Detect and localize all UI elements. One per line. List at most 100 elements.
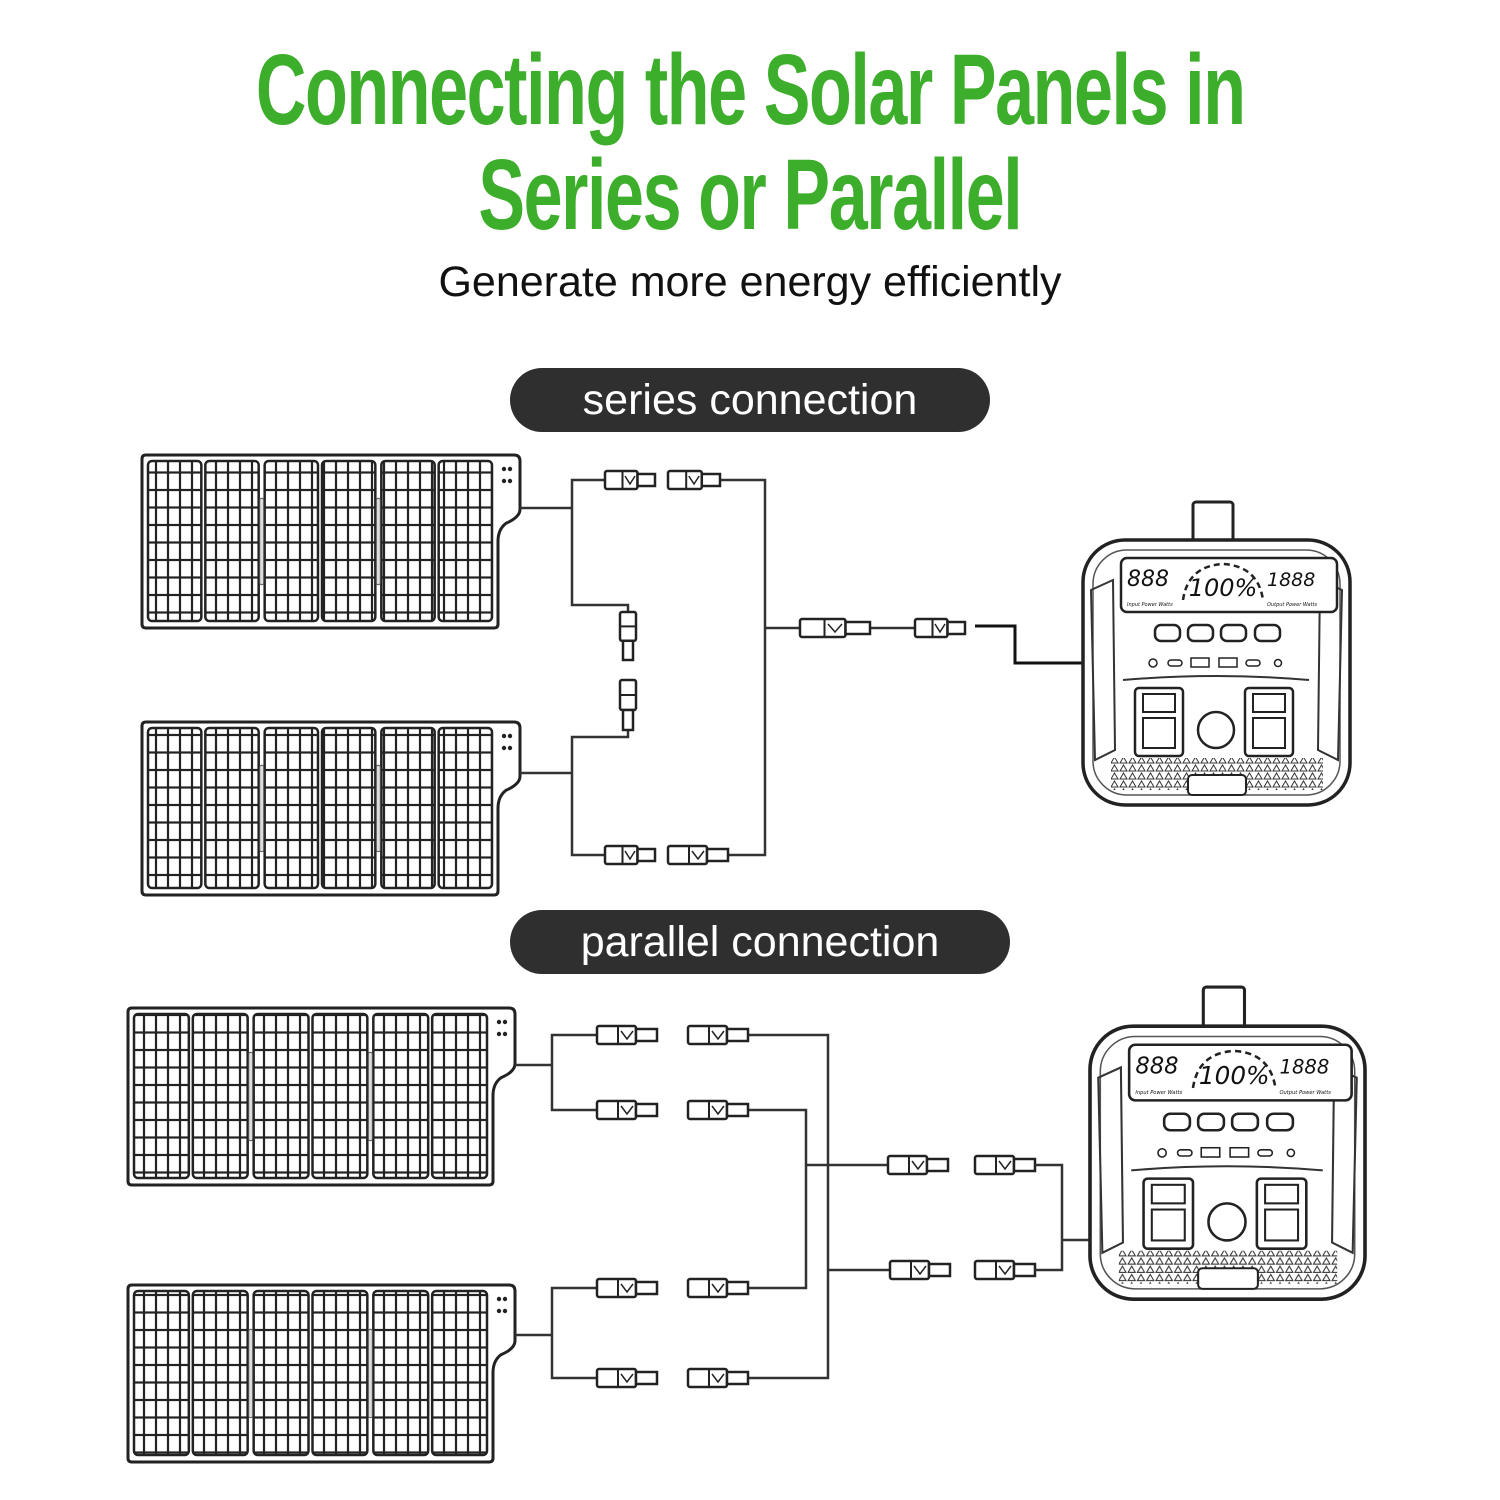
mc4-connector <box>618 678 638 732</box>
panel-dot <box>501 733 507 739</box>
lcd-output-watts: 1888 <box>1267 569 1315 591</box>
outlet-socket <box>1150 1183 1186 1205</box>
parallel-solar-panel-1 <box>126 1006 517 1187</box>
outlet-socket <box>1264 1208 1300 1242</box>
connector-mark <box>911 1160 925 1171</box>
mc4-connector <box>973 1154 1037 1176</box>
panel-dot <box>501 745 507 751</box>
left-side-rib <box>1097 1065 1124 1255</box>
mc4-connector <box>666 469 722 491</box>
solar-cell-grid <box>204 726 260 890</box>
solar-cell-grid <box>146 459 203 623</box>
hinge <box>248 1328 254 1419</box>
solar-cell-grid <box>430 1289 489 1457</box>
connector-nose <box>725 1280 750 1296</box>
connector-mark <box>711 1105 725 1116</box>
outlet-socket <box>1264 1183 1300 1205</box>
solar-cell-grid <box>263 726 320 890</box>
mc4-connector <box>595 1277 659 1299</box>
lcd-screen <box>1119 556 1339 614</box>
panel-dot <box>502 1019 508 1025</box>
connector-nose <box>1012 1157 1037 1173</box>
connector-mark <box>711 1283 725 1294</box>
connector-nose <box>725 1027 750 1043</box>
panel-dot <box>507 745 513 751</box>
lcd-input-watts: 888 <box>1127 567 1169 592</box>
power-button <box>1196 710 1236 750</box>
connector-nose <box>634 1280 659 1296</box>
connector-nose <box>634 1102 659 1118</box>
left-side-rib <box>1089 578 1117 762</box>
solar-cell-grid <box>437 726 494 890</box>
connector-mark <box>711 1373 725 1384</box>
mc4-connector <box>973 1259 1037 1281</box>
lcd-output-caption: Output Power Watts <box>1280 1090 1332 1096</box>
subtitle: Generate more energy efficiently <box>438 258 1062 306</box>
control-button <box>1196 1112 1226 1132</box>
mc4-connector <box>686 1024 750 1046</box>
anderson-adapter <box>913 617 967 639</box>
connector-nose <box>1012 1262 1037 1278</box>
solar-cell-grid <box>204 459 260 623</box>
solar-cell-grid <box>320 459 377 623</box>
connector-mark <box>620 1105 634 1116</box>
dc-input-port <box>1157 1147 1167 1158</box>
connector-mark <box>711 1030 725 1041</box>
connector-nose <box>634 1370 659 1386</box>
connector-nose <box>925 1157 950 1173</box>
connector-nose <box>844 620 872 636</box>
connector-mark <box>691 850 705 861</box>
mc4-connector <box>603 469 657 491</box>
usb-a-port <box>1218 657 1238 668</box>
outlet-socket <box>1252 717 1286 749</box>
lcd-input-caption: Input Power Watts <box>1135 1090 1182 1096</box>
lcd-battery-percent: 100% <box>1189 574 1258 602</box>
solar-cell-grid <box>146 726 203 890</box>
hinge <box>259 764 265 853</box>
connector-mark <box>620 1030 634 1041</box>
panel-dot <box>502 1031 508 1037</box>
connector-mark <box>620 1283 634 1294</box>
connector-mark <box>624 850 636 861</box>
dc-input-port <box>1148 658 1158 668</box>
panel-divider <box>1131 1165 1323 1172</box>
lcd-output-caption: Output Power Watts <box>1267 602 1317 608</box>
connector-nose <box>946 620 967 636</box>
connector-mark <box>934 623 946 634</box>
connector-nose <box>636 847 657 863</box>
dc-output-port <box>1286 1148 1296 1158</box>
hinge <box>375 497 381 586</box>
connector-mark <box>998 1265 1012 1276</box>
mc4-connector <box>686 1277 750 1299</box>
battery-ring <box>1191 1049 1277 1089</box>
panel-dot <box>496 1031 502 1037</box>
solar-cell-grid <box>191 1289 249 1457</box>
connector-mark <box>827 623 843 634</box>
mc4-connector <box>888 1259 952 1281</box>
connector-nose <box>725 1370 750 1386</box>
panel-divider <box>1122 675 1310 681</box>
control-button <box>1186 623 1215 643</box>
mc4-connector <box>595 1367 659 1389</box>
outlet-socket <box>1150 1208 1186 1242</box>
cable <box>570 730 630 857</box>
cable <box>720 478 767 857</box>
solar-cell-grid <box>311 1012 369 1180</box>
cable <box>550 1286 597 1380</box>
solar-cell-grid <box>132 1289 191 1457</box>
page-title-line-1: Connecting the Solar Panels in <box>0 40 1500 140</box>
panel-dot <box>501 466 507 472</box>
panel-dot <box>507 733 513 739</box>
connector-nose <box>621 639 635 662</box>
panel-dot <box>507 466 513 472</box>
top-knob <box>1191 500 1235 544</box>
lcd-screen <box>1127 1043 1353 1102</box>
solar-cell-grid <box>380 726 436 890</box>
solar-cell-grid <box>372 1289 430 1457</box>
panel-dot <box>496 1308 502 1314</box>
connector-mark <box>913 1265 927 1276</box>
hinge <box>367 1051 373 1142</box>
series-connection-label: series connection <box>510 368 990 432</box>
